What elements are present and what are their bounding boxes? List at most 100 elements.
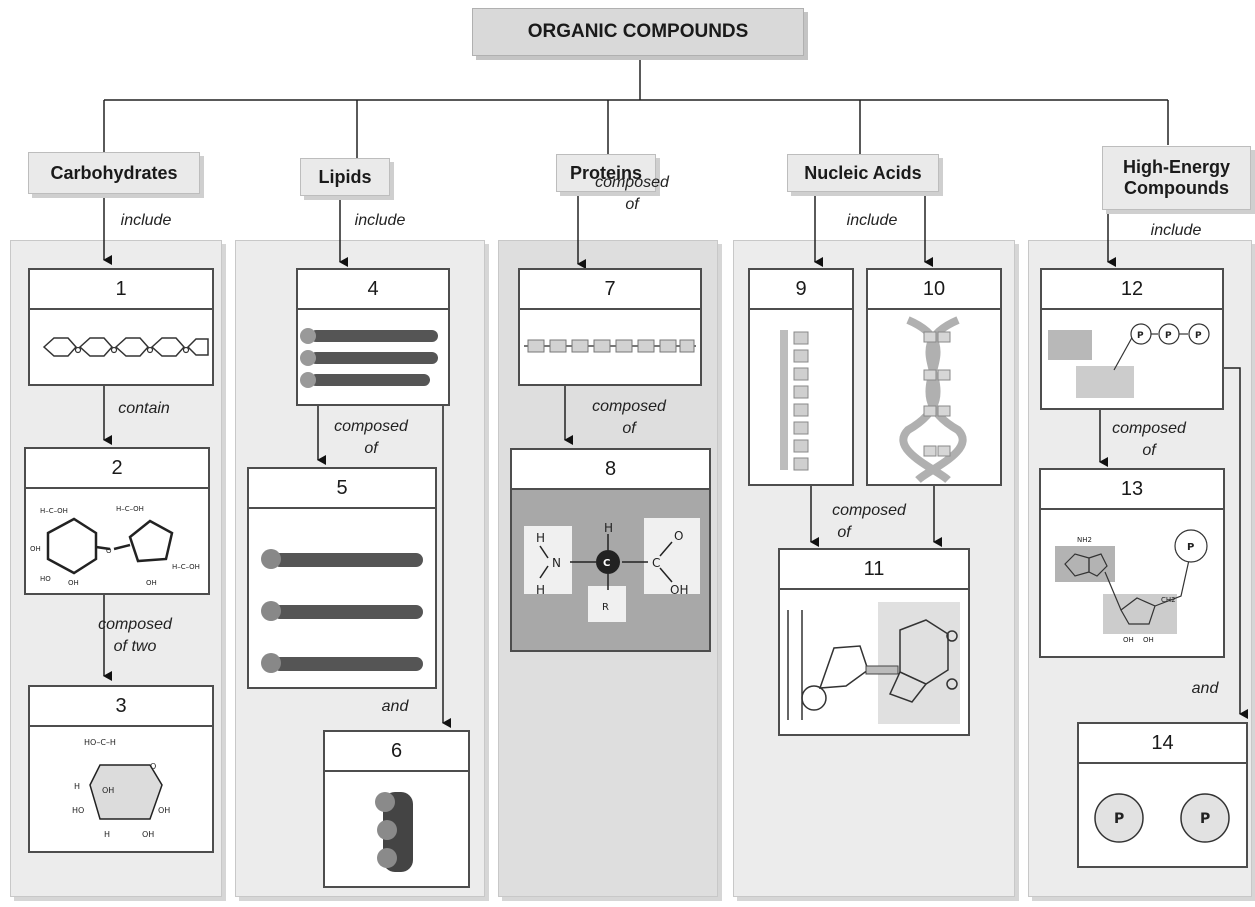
category-high-energy-compounds: High-Energy Compounds	[1102, 146, 1251, 210]
label-nucleic-composed-a: composed	[832, 502, 906, 519]
chem-h: H	[536, 531, 545, 545]
category-nucleic-acids: Nucleic Acids	[787, 154, 939, 192]
nucleotide-phosphate-icon: P NH2 OH OH CH2	[1055, 529, 1208, 644]
category-lipids: Lipids	[300, 158, 390, 196]
label-protein-composed2-a: composed	[592, 398, 666, 415]
box-10: 10	[866, 268, 1002, 486]
svg-text:H: H	[104, 830, 110, 839]
svg-text:HO: HO	[72, 806, 84, 815]
category-proteins: Proteins	[556, 154, 656, 192]
atp-molecule-icon: P P P	[1048, 323, 1210, 398]
svg-text:HO–C–H: HO–C–H	[84, 738, 116, 747]
svg-text:H–C–OH: H–C–OH	[172, 563, 200, 571]
box-13: 13 P NH2 OH OH CH2	[1039, 468, 1225, 658]
svg-text:O: O	[150, 762, 156, 771]
svg-text:H: H	[74, 782, 80, 791]
box-number: 8	[512, 450, 709, 490]
svg-text:H–C–OH: H–C–OH	[40, 507, 68, 515]
label-lipid-composed-b: of	[364, 440, 378, 457]
chem-p: P	[1195, 331, 1202, 341]
label-protein-composed-a: composed	[595, 174, 669, 191]
polysaccharide-icon	[42, 337, 209, 357]
label-he-include: include	[1150, 222, 1202, 239]
nucleotide-icon	[787, 602, 960, 724]
svg-text:OH: OH	[142, 830, 154, 839]
box-9: 9	[748, 268, 854, 486]
box-4: 4	[296, 268, 450, 406]
label-protein-composed2-b: of	[622, 420, 636, 437]
label-composed-two-b: of two	[113, 638, 157, 655]
chem-p: P	[1165, 331, 1172, 341]
chem-h: H	[604, 521, 613, 535]
box-5: 5	[247, 467, 437, 689]
label-contain: contain	[118, 400, 170, 417]
chem-p: P	[1114, 811, 1124, 827]
label-carb-include: include	[120, 212, 172, 229]
dna-double-helix-icon	[899, 316, 967, 484]
page-title: ORGANIC COMPOUNDS	[472, 8, 804, 56]
svg-text:OH: OH	[68, 579, 79, 587]
box-number: 12	[1042, 270, 1222, 310]
label-he-composed-b: of	[1142, 442, 1156, 459]
box-1: 1	[28, 268, 214, 386]
chem-o: O	[674, 529, 683, 543]
chem-c: C	[652, 556, 660, 570]
label-and-lipid: and	[381, 698, 409, 715]
label-nucleic-include: include	[846, 212, 898, 229]
chem-n: N	[552, 556, 561, 570]
protein-chain-icon	[524, 339, 696, 353]
box-number: 10	[868, 270, 1000, 310]
glycerol-icon	[375, 792, 413, 872]
svg-text:OH: OH	[158, 806, 170, 815]
svg-text:HO: HO	[40, 575, 51, 583]
box-6: 6	[323, 730, 470, 888]
label-protein-composed-b: of	[625, 196, 639, 213]
label-composed-two-a: composed	[98, 616, 172, 633]
category-carbohydrates: Carbohydrates	[28, 152, 200, 194]
box-14: 14 P P	[1077, 722, 1248, 868]
box-number: 3	[30, 687, 212, 727]
box-number: 6	[325, 732, 468, 772]
chem-oh: OH	[1143, 636, 1154, 644]
label-lipid-include: include	[354, 212, 406, 229]
box-11: 11	[778, 548, 970, 736]
chem-c: C	[603, 558, 610, 569]
amino-acid-icon: H N H H C R C O OH	[524, 518, 700, 622]
label-he-composed-a: composed	[1112, 420, 1186, 437]
monosaccharide-icon: HO–C–H O H OH HO OH H OH	[72, 738, 170, 839]
fatty-acids-icon	[261, 549, 423, 673]
chem-p: P	[1187, 542, 1194, 553]
box-7: 7	[518, 268, 702, 386]
chem-nh2: NH2	[1077, 536, 1092, 544]
svg-text:OH: OH	[102, 786, 114, 795]
label-lipid-composed-a: composed	[334, 418, 408, 435]
box-3: 3 HO–C–H O H OH HO OH H OH	[28, 685, 214, 853]
box-number: 9	[750, 270, 852, 310]
box-number: 4	[298, 270, 448, 310]
box-number: 1	[30, 270, 212, 310]
box-12: 12 P P P	[1040, 268, 1224, 410]
label-and-he: and	[1191, 680, 1219, 697]
phosphate-groups-icon: P P	[1094, 793, 1230, 843]
chem-h: H	[536, 583, 545, 597]
box-8: 8 H N H H C R C O OH	[510, 448, 711, 652]
chem-p: P	[1200, 811, 1210, 827]
dna-single-strand-icon	[780, 330, 809, 471]
svg-text:H–C–OH: H–C–OH	[116, 505, 144, 513]
chem-ch2: CH2	[1161, 596, 1176, 604]
box-number: 11	[780, 550, 968, 590]
chem-oh: OH	[1123, 636, 1134, 644]
box-number: 13	[1041, 470, 1223, 510]
box-number: 2	[26, 449, 208, 489]
chem-oh: OH	[670, 583, 688, 597]
svg-text:OH: OH	[30, 545, 41, 553]
box-number: 5	[249, 469, 435, 509]
label-nucleic-composed-b: of	[837, 524, 851, 541]
chem-r: R	[602, 602, 609, 613]
svg-text:OH: OH	[146, 579, 157, 587]
chem-p: P	[1137, 331, 1144, 341]
box-number: 14	[1079, 724, 1246, 764]
